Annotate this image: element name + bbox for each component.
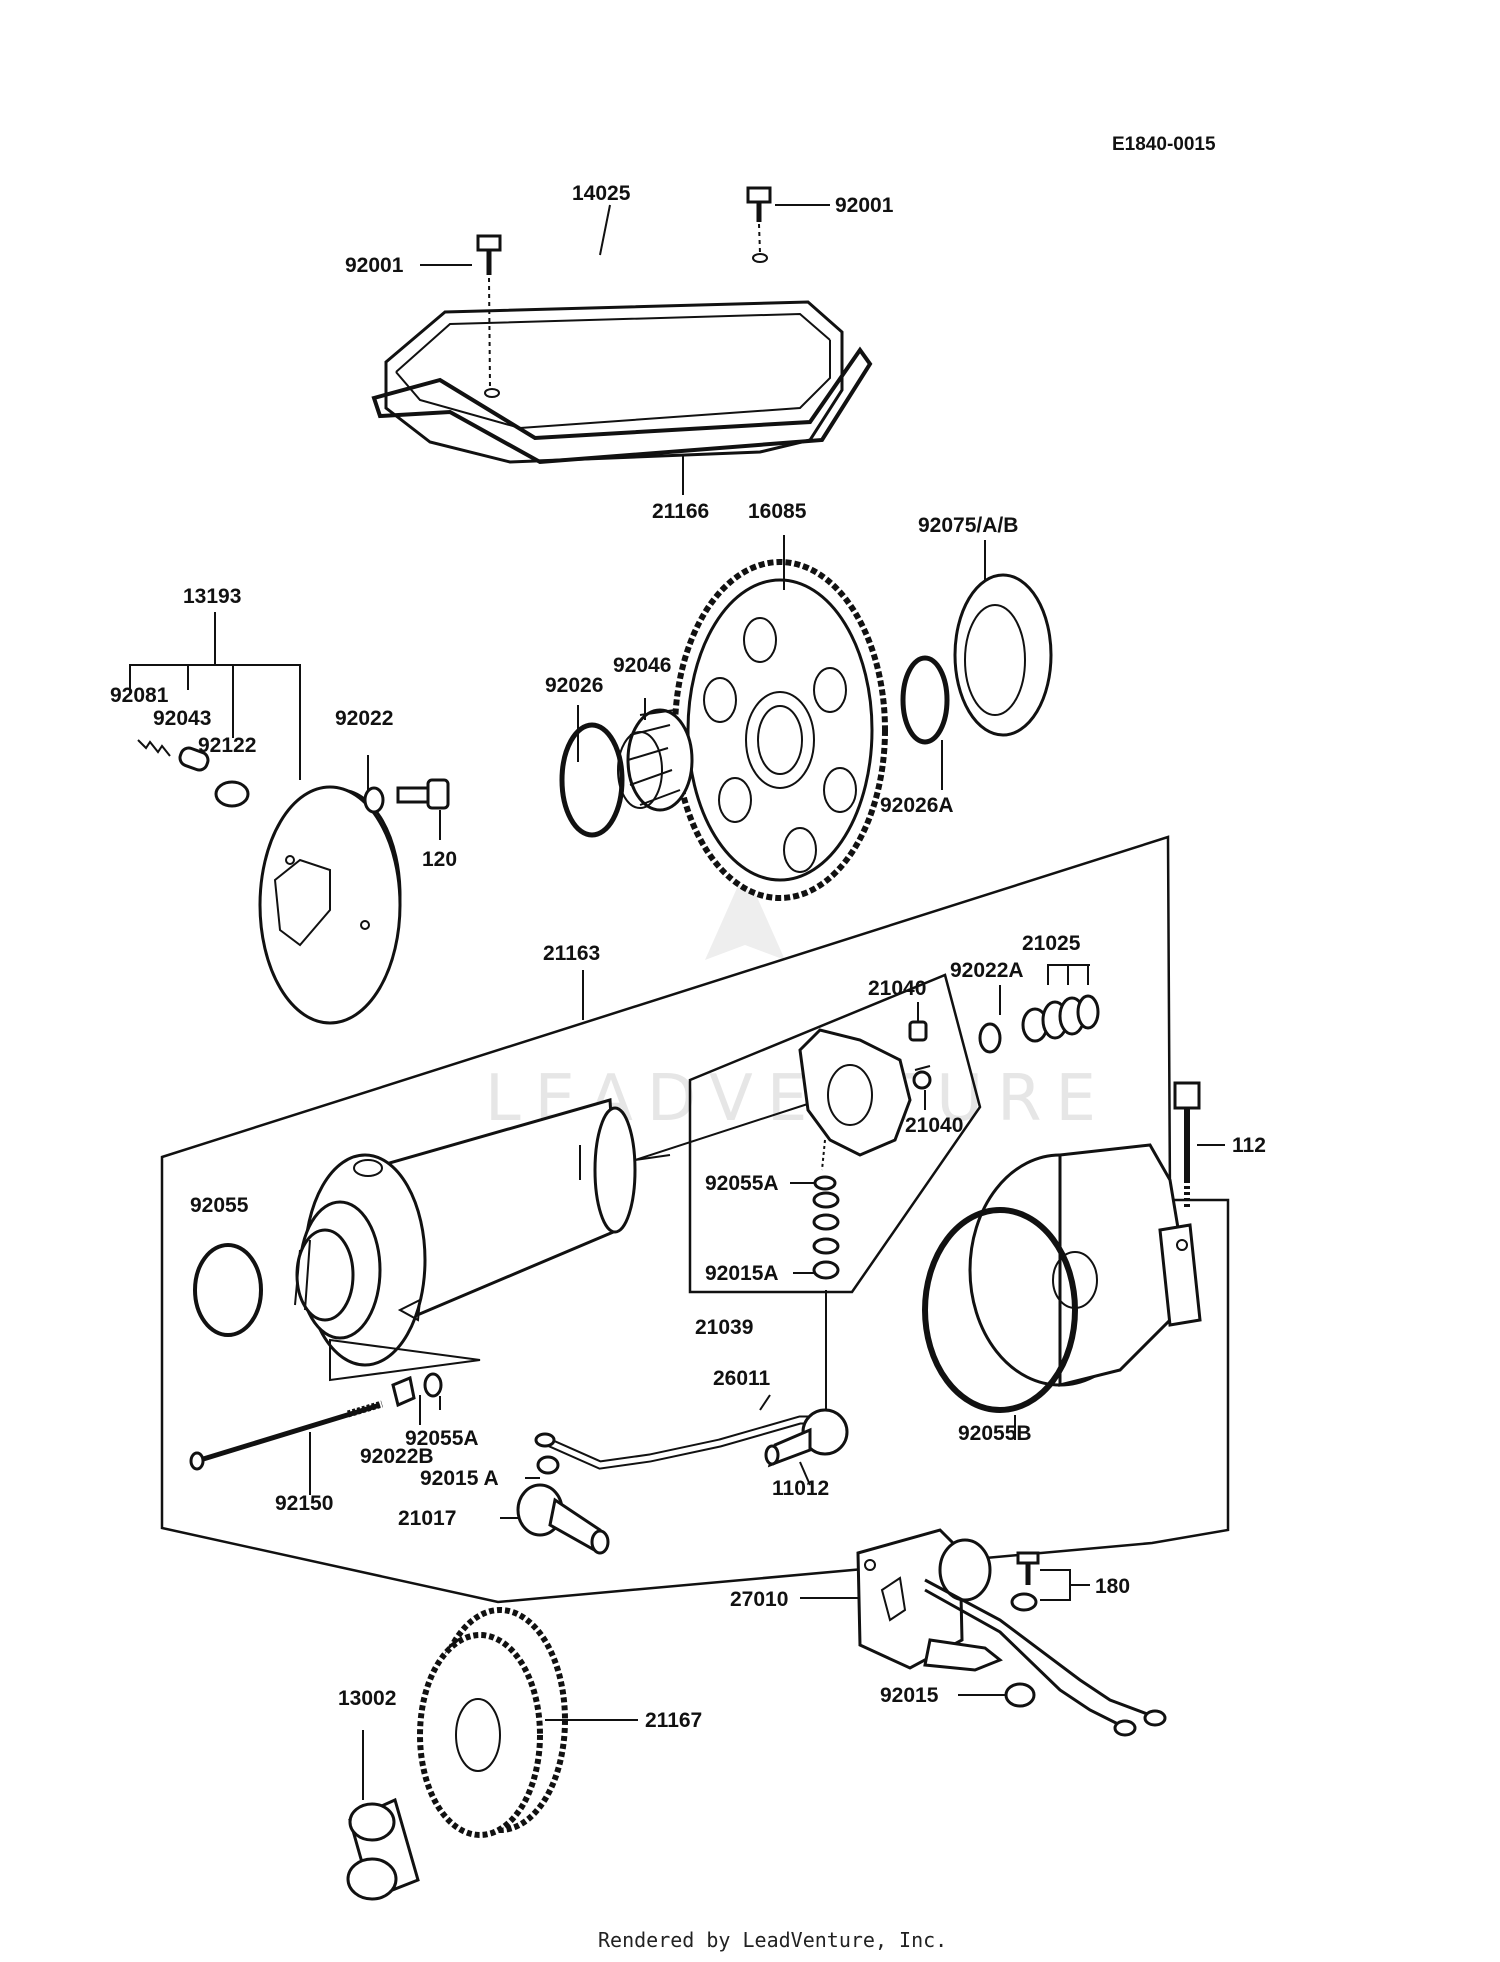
label-92001-left[interactable]: 92001	[345, 254, 404, 277]
label-11012[interactable]: 11012	[772, 1477, 829, 1500]
label-92150[interactable]: 92150	[275, 1492, 333, 1515]
label-21167[interactable]: 21167	[645, 1709, 702, 1732]
subassembly-frame-21039	[688, 973, 982, 1294]
assembly-frame-21163	[160, 835, 1230, 1604]
part-92015A-nut-lower[interactable]	[536, 1455, 560, 1475]
label-13193[interactable]: 13193	[183, 585, 241, 608]
label-92122[interactable]: 92122	[198, 734, 256, 757]
part-92043-pin[interactable]	[178, 746, 210, 772]
part-92026A-washer[interactable]	[900, 655, 950, 745]
label-92015[interactable]: 92015	[880, 1684, 939, 1707]
label-26011[interactable]: 26011	[713, 1367, 771, 1390]
label-21163[interactable]: 21163	[543, 942, 600, 965]
label-14025[interactable]: 14025	[572, 182, 631, 205]
part-92055A-washer-stack[interactable]	[812, 1175, 840, 1255]
part-11012-terminal-boot[interactable]	[764, 1408, 849, 1468]
label-92055A[interactable]: 92055A	[705, 1172, 779, 1195]
part-120-bolt[interactable]	[396, 778, 450, 810]
label-13002[interactable]: 13002	[338, 1687, 396, 1710]
part-14025-cover[interactable]	[384, 253, 844, 464]
label-112[interactable]: 112	[1232, 1134, 1266, 1157]
part-16085-gear[interactable]	[672, 559, 888, 901]
part-92055B-oring[interactable]	[922, 1207, 1078, 1413]
part-21025-terminal-set[interactable]	[1021, 994, 1100, 1043]
part-92055A-small-oring[interactable]	[423, 1372, 443, 1398]
label-92015A[interactable]: 92015A	[705, 1262, 779, 1285]
label-92022A[interactable]: 92022A	[950, 959, 1024, 982]
label-27010[interactable]: 27010	[730, 1588, 788, 1611]
part-21017-terminal-boot[interactable]	[516, 1483, 610, 1555]
footer-credit: Rendered by LeadVenture, Inc.	[598, 1928, 947, 1952]
part-92015A-nut[interactable]	[812, 1260, 840, 1280]
part-112-long-bolt[interactable]	[1173, 1081, 1201, 1210]
part-92046-bearing[interactable]	[617, 708, 694, 812]
label-92075[interactable]: 92075/A/B	[918, 514, 1018, 537]
label-92022[interactable]: 92022	[335, 707, 393, 730]
label-16085[interactable]: 16085	[748, 500, 807, 523]
part-21166-gasket[interactable]	[371, 346, 873, 465]
part-27010-starter-relay[interactable]	[856, 1528, 1167, 1737]
part-92015-nut[interactable]	[1004, 1682, 1036, 1708]
label-92026A[interactable]: 92026A	[880, 794, 954, 817]
part-92026-washer[interactable]	[559, 722, 625, 838]
label-92046[interactable]: 92046	[613, 654, 671, 677]
label-180[interactable]: 180	[1095, 1575, 1130, 1598]
label-92055A-small[interactable]: 92055A	[405, 1427, 479, 1450]
part-92001-bolt-right[interactable]	[746, 186, 772, 254]
part-180-bolt-washer[interactable]	[1010, 1551, 1040, 1612]
watermark-flame-icon	[705, 870, 785, 960]
part-13002-sleeve[interactable]	[346, 1797, 420, 1901]
label-21040-bottom[interactable]: 21040	[905, 1114, 963, 1137]
label-92026[interactable]: 92026	[545, 674, 603, 697]
label-120[interactable]: 120	[422, 848, 457, 871]
part-92022B-plate[interactable]	[391, 1375, 416, 1408]
label-92081[interactable]: 92081	[110, 684, 169, 707]
part-92055-oring[interactable]	[193, 1243, 263, 1337]
label-92022B[interactable]: 92022B	[360, 1445, 434, 1468]
label-92055B[interactable]: 92055B	[958, 1422, 1032, 1445]
label-21025[interactable]: 21025	[1022, 932, 1081, 955]
part-92022-washer[interactable]	[363, 786, 385, 814]
part-92075-collar[interactable]	[953, 573, 1053, 737]
lower-bracket-outline	[329, 1338, 481, 1382]
label-92043[interactable]: 92043	[153, 707, 211, 730]
part-end-cover[interactable]	[968, 1143, 1202, 1387]
label-21166[interactable]: 21166	[652, 500, 709, 523]
diagram-code: E1840-0015	[1112, 134, 1216, 155]
watermark: LEADVENTURE	[485, 870, 1096, 1136]
part-92022A-washer[interactable]	[978, 1022, 1002, 1054]
label-92015A-lower[interactable]: 92015 A	[420, 1467, 499, 1490]
part-92081-spring[interactable]	[137, 739, 171, 757]
label-21039[interactable]: 21039	[695, 1316, 753, 1339]
part-21167-gear[interactable]	[417, 1607, 568, 1838]
label-92055[interactable]: 92055	[190, 1194, 249, 1217]
label-21017[interactable]: 21017	[398, 1507, 456, 1530]
part-13193-starter-clutch[interactable]	[258, 785, 402, 1025]
part-92122-roller[interactable]	[214, 780, 250, 808]
part-92150-through-bolt[interactable]	[189, 1400, 383, 1471]
label-92001-right[interactable]: 92001	[835, 194, 894, 217]
part-21040-brush-bottom[interactable]	[912, 1065, 932, 1090]
leader-lines	[129, 204, 1225, 1800]
part-92001-bolt-left[interactable]	[476, 234, 502, 389]
part-21163-starter-motor[interactable]	[294, 1098, 821, 1367]
label-21040-top[interactable]: 21040	[868, 977, 926, 1000]
part-21040-brush-top[interactable]	[908, 1020, 928, 1042]
part-labels: 14025 92001 92001 21166 16085 92075/A/B …	[110, 182, 1266, 1732]
part-21039-brush-plate[interactable]	[798, 1028, 912, 1171]
